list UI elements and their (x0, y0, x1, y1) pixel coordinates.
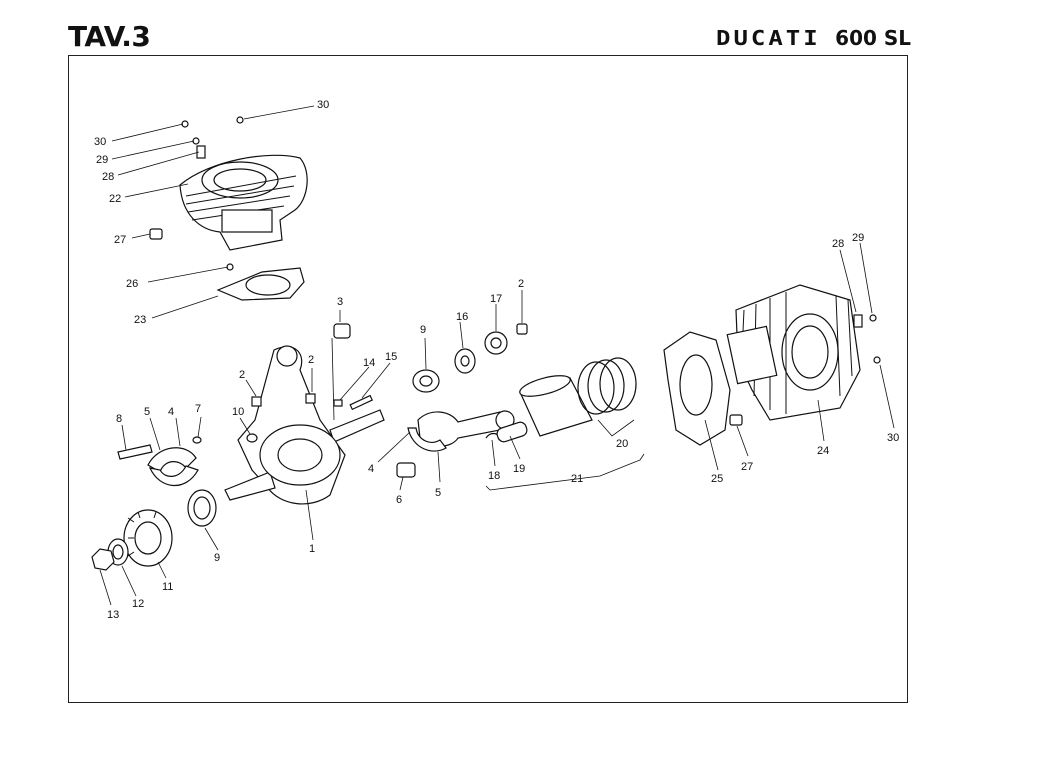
o-ring-30 (873, 356, 881, 364)
callout-16: 16 (456, 311, 468, 323)
bolt-8 (117, 444, 153, 460)
key-10 (246, 433, 258, 443)
callout-18: 18 (488, 470, 500, 482)
nut-27-front (149, 228, 163, 240)
callout-30-head-left: 30 (94, 136, 106, 148)
thrust-washer-9-left-hole (193, 496, 211, 520)
washer-29 (869, 314, 877, 322)
dowel-28 (853, 314, 863, 328)
nut-13 (91, 548, 115, 571)
nut-27-rear (729, 414, 743, 426)
rod-bearing-4 (407, 427, 447, 452)
callout-1: 1 (309, 543, 315, 555)
thrust-washer-9-right-hole (419, 375, 433, 387)
callout-19: 19 (513, 463, 525, 475)
nut-2-right (516, 323, 528, 335)
callout-28-head: 28 (102, 171, 114, 183)
callout-14: 14 (363, 357, 375, 369)
callout-30-cylinder: 30 (887, 432, 899, 444)
callout-2-mid: 2 (308, 354, 314, 366)
piston-21 (519, 375, 593, 437)
callout-15: 15 (385, 351, 397, 363)
base-gasket-25-bore (679, 354, 713, 416)
callout-7: 7 (195, 403, 201, 415)
callout-27-rear: 27 (741, 461, 753, 473)
callout-4-left: 4 (168, 406, 174, 418)
callout-12: 12 (132, 598, 144, 610)
callout-17: 17 (490, 293, 502, 305)
callout-5-right: 5 (435, 487, 441, 499)
nut-2-mid (305, 393, 316, 404)
callout-8: 8 (116, 413, 122, 425)
piston-pin-19 (496, 421, 528, 443)
callout-28-cylinder: 28 (832, 238, 844, 250)
head-gasket-23-bore (245, 274, 291, 296)
callout-20: 20 (616, 438, 628, 450)
callout-3: 3 (337, 296, 343, 308)
nut-2-left (251, 396, 262, 407)
callout-4-right: 4 (368, 463, 374, 475)
piston-rings-20 (577, 357, 637, 415)
callout-29-cylinder: 29 (852, 232, 864, 244)
callout-24: 24 (817, 445, 829, 457)
callout-30-head-top: 30 (317, 99, 329, 111)
dowel-7 (192, 436, 202, 444)
washer-16-hole (460, 355, 470, 367)
callout-10: 10 (232, 406, 244, 418)
pin-15 (349, 394, 374, 411)
crankshaft (224, 345, 385, 505)
callout-13: 13 (107, 609, 119, 621)
callout-27-front: 27 (114, 234, 126, 246)
brand-logo: DUCATI (716, 26, 821, 50)
callout-22: 22 (109, 193, 121, 205)
model-name: 600 SL (835, 26, 912, 50)
callout-2-left: 2 (239, 369, 245, 381)
bearing-cap-5-left (147, 447, 197, 473)
callout-5-left: 5 (144, 406, 150, 418)
head-stud-nuts-upper (181, 116, 244, 159)
callout-11: 11 (162, 581, 173, 593)
callout-9-right: 9 (420, 324, 426, 336)
callout-25: 25 (711, 473, 723, 485)
callout-6: 6 (396, 494, 402, 506)
callout-26: 26 (126, 278, 138, 290)
cylinder-24 (726, 284, 861, 421)
plate-number: TAV.3 (68, 20, 151, 53)
callout-23: 23 (134, 314, 146, 326)
key-14 (333, 399, 343, 407)
small-end-bush-6 (396, 462, 416, 478)
callout-21: 21 (571, 473, 583, 485)
leader-lines (99, 105, 895, 606)
callout-9-left: 9 (214, 552, 220, 564)
callout-29-head: 29 (96, 154, 108, 166)
timing-gear-11 (123, 509, 173, 567)
drawing-frame (68, 55, 908, 703)
nut-17-hole (490, 337, 502, 349)
washer-12-hole (112, 544, 124, 560)
bearing-shell-4-left (148, 465, 199, 487)
callout-2-right: 2 (518, 278, 524, 290)
bushing-3 (333, 323, 351, 339)
brand-header: DUCATI 600 SL (716, 24, 911, 50)
connecting-rod (417, 410, 515, 447)
cylinder-head-front (179, 154, 308, 251)
